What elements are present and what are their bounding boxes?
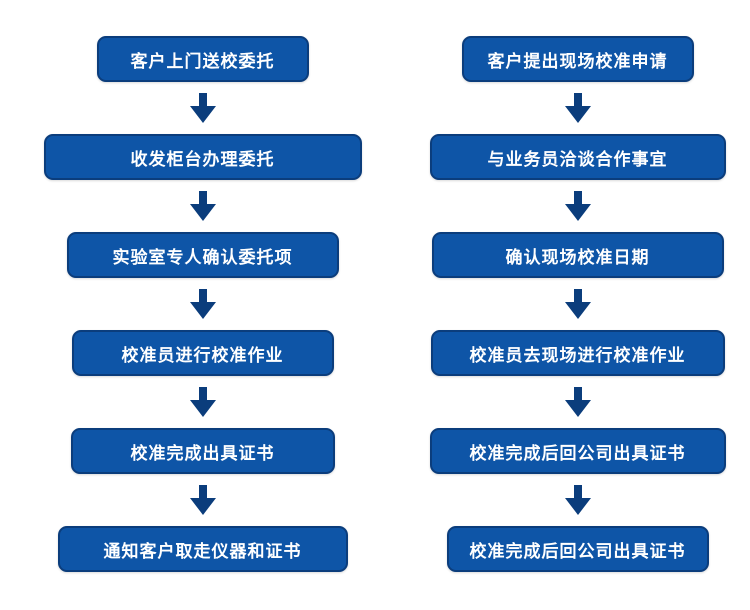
- flow-step-box: 校准完成后回公司出具证书: [446, 526, 709, 572]
- down-arrow-icon: [564, 191, 591, 221]
- flow-step-box: 客户上门送校委托: [96, 36, 309, 82]
- flow-step-box: 确认现场校准日期: [431, 232, 724, 278]
- flow-step-box: 通知客户取走仪器和证书: [57, 526, 348, 572]
- down-arrow-icon: [189, 387, 216, 417]
- flow-step-box: 校准完成后回公司出具证书: [429, 428, 726, 474]
- flow-step-box: 客户提出现场校准申请: [461, 36, 694, 82]
- flow-column-on-site: 客户提出现场校准申请 与业务员洽谈合作事宜 确认现场校准日期 校准员去现场进行校…: [415, 0, 740, 610]
- down-arrow-icon: [189, 191, 216, 221]
- down-arrow-icon: [564, 485, 591, 515]
- flow-step-box: 校准完成出具证书: [70, 428, 335, 474]
- flow-column-walk-in: 客户上门送校委托 收发柜台办理委托 实验室专人确认委托项 校准员进行校准作业 校…: [10, 0, 395, 610]
- flow-step-box: 校准员去现场进行校准作业: [430, 330, 725, 376]
- down-arrow-icon: [189, 289, 216, 319]
- down-arrow-icon: [564, 289, 591, 319]
- down-arrow-icon: [564, 93, 591, 123]
- flow-step-box: 与业务员洽谈合作事宜: [429, 134, 726, 180]
- flow-step-box: 实验室专人确认委托项: [66, 232, 339, 278]
- down-arrow-icon: [189, 485, 216, 515]
- down-arrow-icon: [189, 93, 216, 123]
- flow-step-box: 校准员进行校准作业: [71, 330, 334, 376]
- flow-step-box: 收发柜台办理委托: [43, 134, 362, 180]
- down-arrow-icon: [564, 387, 591, 417]
